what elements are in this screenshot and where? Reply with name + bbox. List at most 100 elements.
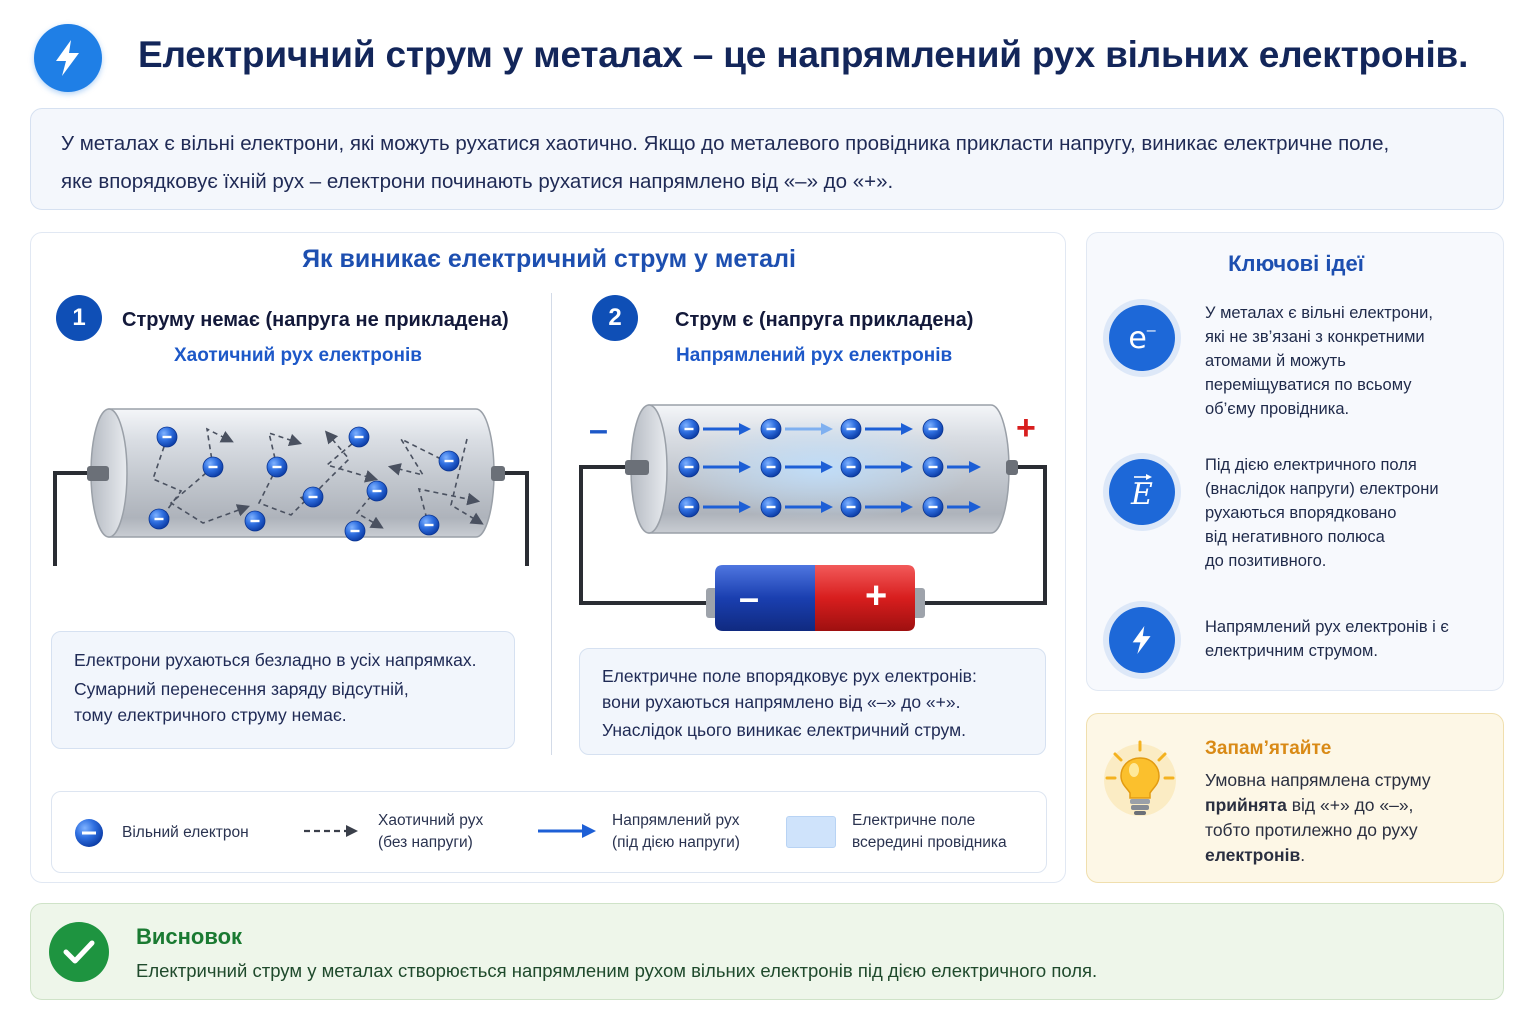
electron — [266, 456, 288, 478]
electron — [202, 456, 224, 478]
key-ideas-title: Ключові ідеї — [1228, 251, 1364, 276]
step-1-note-line: Електрони рухаються безладно в усіх напр… — [74, 650, 477, 670]
key-idea-line: У металах є вільні електрони, — [1205, 304, 1433, 322]
conductor-left — [53, 408, 529, 566]
electrons-directed — [678, 418, 981, 518]
key-idea-line: переміщуватися по всьому — [1205, 376, 1412, 394]
legend-chaotic-label: Хаотичний рух (без напруги) — [378, 810, 483, 854]
step-divider — [551, 293, 552, 755]
step-2-note: Електричне поле впорядковує рух електрон… — [579, 648, 1046, 755]
key-idea-line: рухаються впорядковано — [1205, 504, 1397, 522]
field-symbol: E — [1131, 476, 1153, 512]
main-title: Як виникає електричний струм у металі — [302, 245, 796, 273]
key-idea-line: від негативного полюса — [1205, 528, 1385, 546]
page-title: Електричний струм у металах – це напрямл… — [138, 34, 1469, 75]
direction-arrow — [785, 461, 833, 473]
key-idea-3-text: Напрямлений рух електронів і є електричн… — [1205, 615, 1449, 663]
direction-arrow — [947, 461, 981, 473]
battery — [706, 565, 925, 631]
electron — [366, 480, 388, 502]
direction-arrow — [947, 501, 981, 513]
battery-minus-label: – — [739, 577, 760, 618]
electron — [840, 418, 862, 440]
key-idea-line: об’єму провідника. — [1205, 400, 1350, 418]
key-idea-line: Під дією електричного поля — [1205, 456, 1417, 474]
lightbulb-icon — [1104, 740, 1176, 816]
electron — [302, 486, 324, 508]
conclusion-text: Електричний струм у металах створюється … — [136, 960, 1098, 981]
electron — [840, 496, 862, 518]
electron-legend-icon — [75, 819, 103, 847]
positive-terminal-sign: + — [1016, 409, 1036, 447]
intro-box: У металах є вільні електрони, які можуть… — [30, 108, 1504, 210]
legend-directed-line-1: Напрямлений рух — [612, 812, 740, 829]
step-1-title: Струму немає (напруга не прикладена) — [122, 309, 509, 331]
legend-field-line-2: всередині провідника — [852, 834, 1007, 851]
step-2-subtitle: Напрямлений рух електронів — [676, 345, 953, 366]
key-idea-2-text: Під дією електричного поля (внаслідок на… — [1205, 453, 1439, 573]
electron — [418, 514, 440, 536]
conclusion-title: Висновок — [136, 924, 243, 949]
legend-directed-label: Напрямлений рух (під дією напруги) — [612, 810, 740, 854]
step-2-note-line: вони рухаються напрямлено від «–» до «+»… — [602, 692, 961, 712]
key-idea-line: які не зв’язані з конкретними — [1205, 328, 1425, 346]
electron — [156, 426, 178, 448]
remember-card: Запам’ятайте Умовна напрямлена струму пр… — [1086, 713, 1504, 883]
intro-line-1: У металах є вільні електрони, які можуть… — [61, 132, 1390, 155]
electron-symbol-sup: – — [1146, 322, 1156, 339]
direction-arrow — [865, 423, 913, 435]
direction-arrow — [865, 461, 913, 473]
step-1-note-line: Сумарний перенесення заряду відсутній, — [74, 679, 409, 699]
main-card: Як виникає електричний струм у металі 1 … — [30, 232, 1066, 883]
legend: Вільний електрон Хаотичний рух (без напр… — [51, 791, 1047, 873]
electron — [922, 456, 944, 478]
electron — [922, 418, 944, 440]
direction-arrow — [703, 501, 751, 513]
direction-arrow — [703, 461, 751, 473]
electron — [348, 426, 370, 448]
direction-arrow — [785, 423, 833, 435]
electron — [922, 496, 944, 518]
legend-directed-line-2: (під дією напруги) — [612, 834, 740, 851]
electron — [678, 418, 700, 440]
electron — [760, 496, 782, 518]
remember-line-2: прийнята від «+» до «–», — [1205, 793, 1431, 818]
key-idea-line: до позитивного. — [1205, 552, 1327, 570]
step-2-title: Струм є (напруга прикладена) — [675, 309, 974, 331]
direction-arrow — [703, 423, 751, 435]
field-swatch — [786, 816, 836, 848]
electric-field-icon: E — [1109, 459, 1175, 525]
legend-electron-label: Вільний електрон — [122, 824, 249, 841]
legend-field-label: Електричне поле всередині провідника — [852, 810, 1007, 854]
key-idea-line: електричним струмом. — [1205, 642, 1378, 660]
key-idea-line: Напрямлений рух електронів і є — [1205, 618, 1449, 636]
step-1-subtitle: Хаотичний рух електронів — [174, 345, 422, 366]
remember-body: Умовна напрямлена струму прийнята від «+… — [1205, 768, 1431, 868]
legend-chaotic-line-1: Хаотичний рух — [378, 812, 484, 829]
step-1-number: 1 — [56, 295, 102, 341]
remember-line-4-rest: . — [1300, 845, 1306, 865]
direction-arrow — [865, 501, 913, 513]
remember-line-2-rest: від «+» до «–», — [1286, 795, 1414, 815]
remember-emphasis: прийнята — [1205, 795, 1287, 815]
step-1-note-line: тому електричного струму немає. — [74, 705, 347, 725]
electron — [760, 418, 782, 440]
electron-icon: e– — [1109, 305, 1175, 371]
key-idea-1-text: У металах є вільні електрони, які не зв’… — [1205, 301, 1433, 421]
remember-title: Запам’ятайте — [1205, 738, 1332, 759]
electron — [678, 456, 700, 478]
solid-arrow-icon — [538, 824, 596, 838]
electron-symbol: e — [1128, 320, 1147, 356]
remember-line-3: тобто протилежно до руху — [1205, 820, 1418, 840]
electron — [678, 496, 700, 518]
check-icon — [49, 922, 109, 982]
negative-terminal-sign: – — [589, 411, 608, 449]
legend-field-line-1: Електричне поле — [852, 812, 976, 829]
vector-arrow-icon — [1134, 473, 1152, 480]
battery-plus-label: + — [865, 575, 888, 617]
remember-line-4: електронів. — [1205, 843, 1431, 868]
step-1-note: Електрони рухаються безладно в усіх напр… — [51, 631, 515, 749]
remember-line-1: Умовна напрямлена струму — [1205, 770, 1431, 790]
remember-emphasis: електронів — [1205, 845, 1301, 865]
direction-arrow — [785, 501, 833, 513]
